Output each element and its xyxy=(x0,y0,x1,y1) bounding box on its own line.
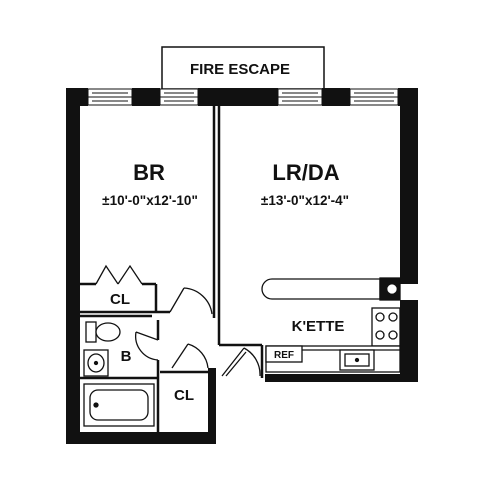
window-2 xyxy=(159,88,199,106)
bath-fixtures xyxy=(83,321,155,427)
stove xyxy=(371,307,401,347)
hall-closet-door xyxy=(171,343,209,369)
window-3 xyxy=(277,88,323,106)
closet-hall-name: CL xyxy=(174,387,194,404)
bedroom-name: BR xyxy=(133,160,165,185)
closet-bifold-door xyxy=(95,264,143,285)
kitchen-sink xyxy=(339,349,375,371)
kitchen-counter-upper xyxy=(261,278,381,300)
bathtub xyxy=(83,383,155,427)
entry-door xyxy=(221,347,261,377)
living-dining-dimensions: ±13'-0"x12'-4" xyxy=(261,193,349,208)
interior-walls xyxy=(80,105,264,432)
bath-sink xyxy=(83,349,109,377)
closet-bedroom-name: CL xyxy=(110,291,130,308)
living-dining-name: LR/DA xyxy=(272,160,339,185)
window-4 xyxy=(349,88,399,106)
refrigerator-label: REF xyxy=(274,350,294,361)
windows xyxy=(87,88,399,106)
toilet xyxy=(85,321,121,343)
room-labels: BR ±10'-0"x12'-10" LR/DA ±13'-0"x12'-4" … xyxy=(102,160,349,404)
kitchen-fixtures xyxy=(261,277,401,373)
kitchen-counter-lower xyxy=(265,345,401,373)
bedroom-dimensions: ±10'-0"x12'-10" xyxy=(102,193,198,208)
window-1 xyxy=(87,88,133,106)
bath-door xyxy=(135,331,159,361)
fire-escape: FIRE ESCAPE xyxy=(161,46,325,90)
bath-name: B xyxy=(121,348,132,365)
bedroom-door xyxy=(169,287,213,315)
fire-escape-label: FIRE ESCAPE xyxy=(190,61,290,78)
kitchenette-name: K'ETTE xyxy=(292,318,345,335)
exterior-walls xyxy=(66,88,418,444)
doors xyxy=(95,264,261,377)
